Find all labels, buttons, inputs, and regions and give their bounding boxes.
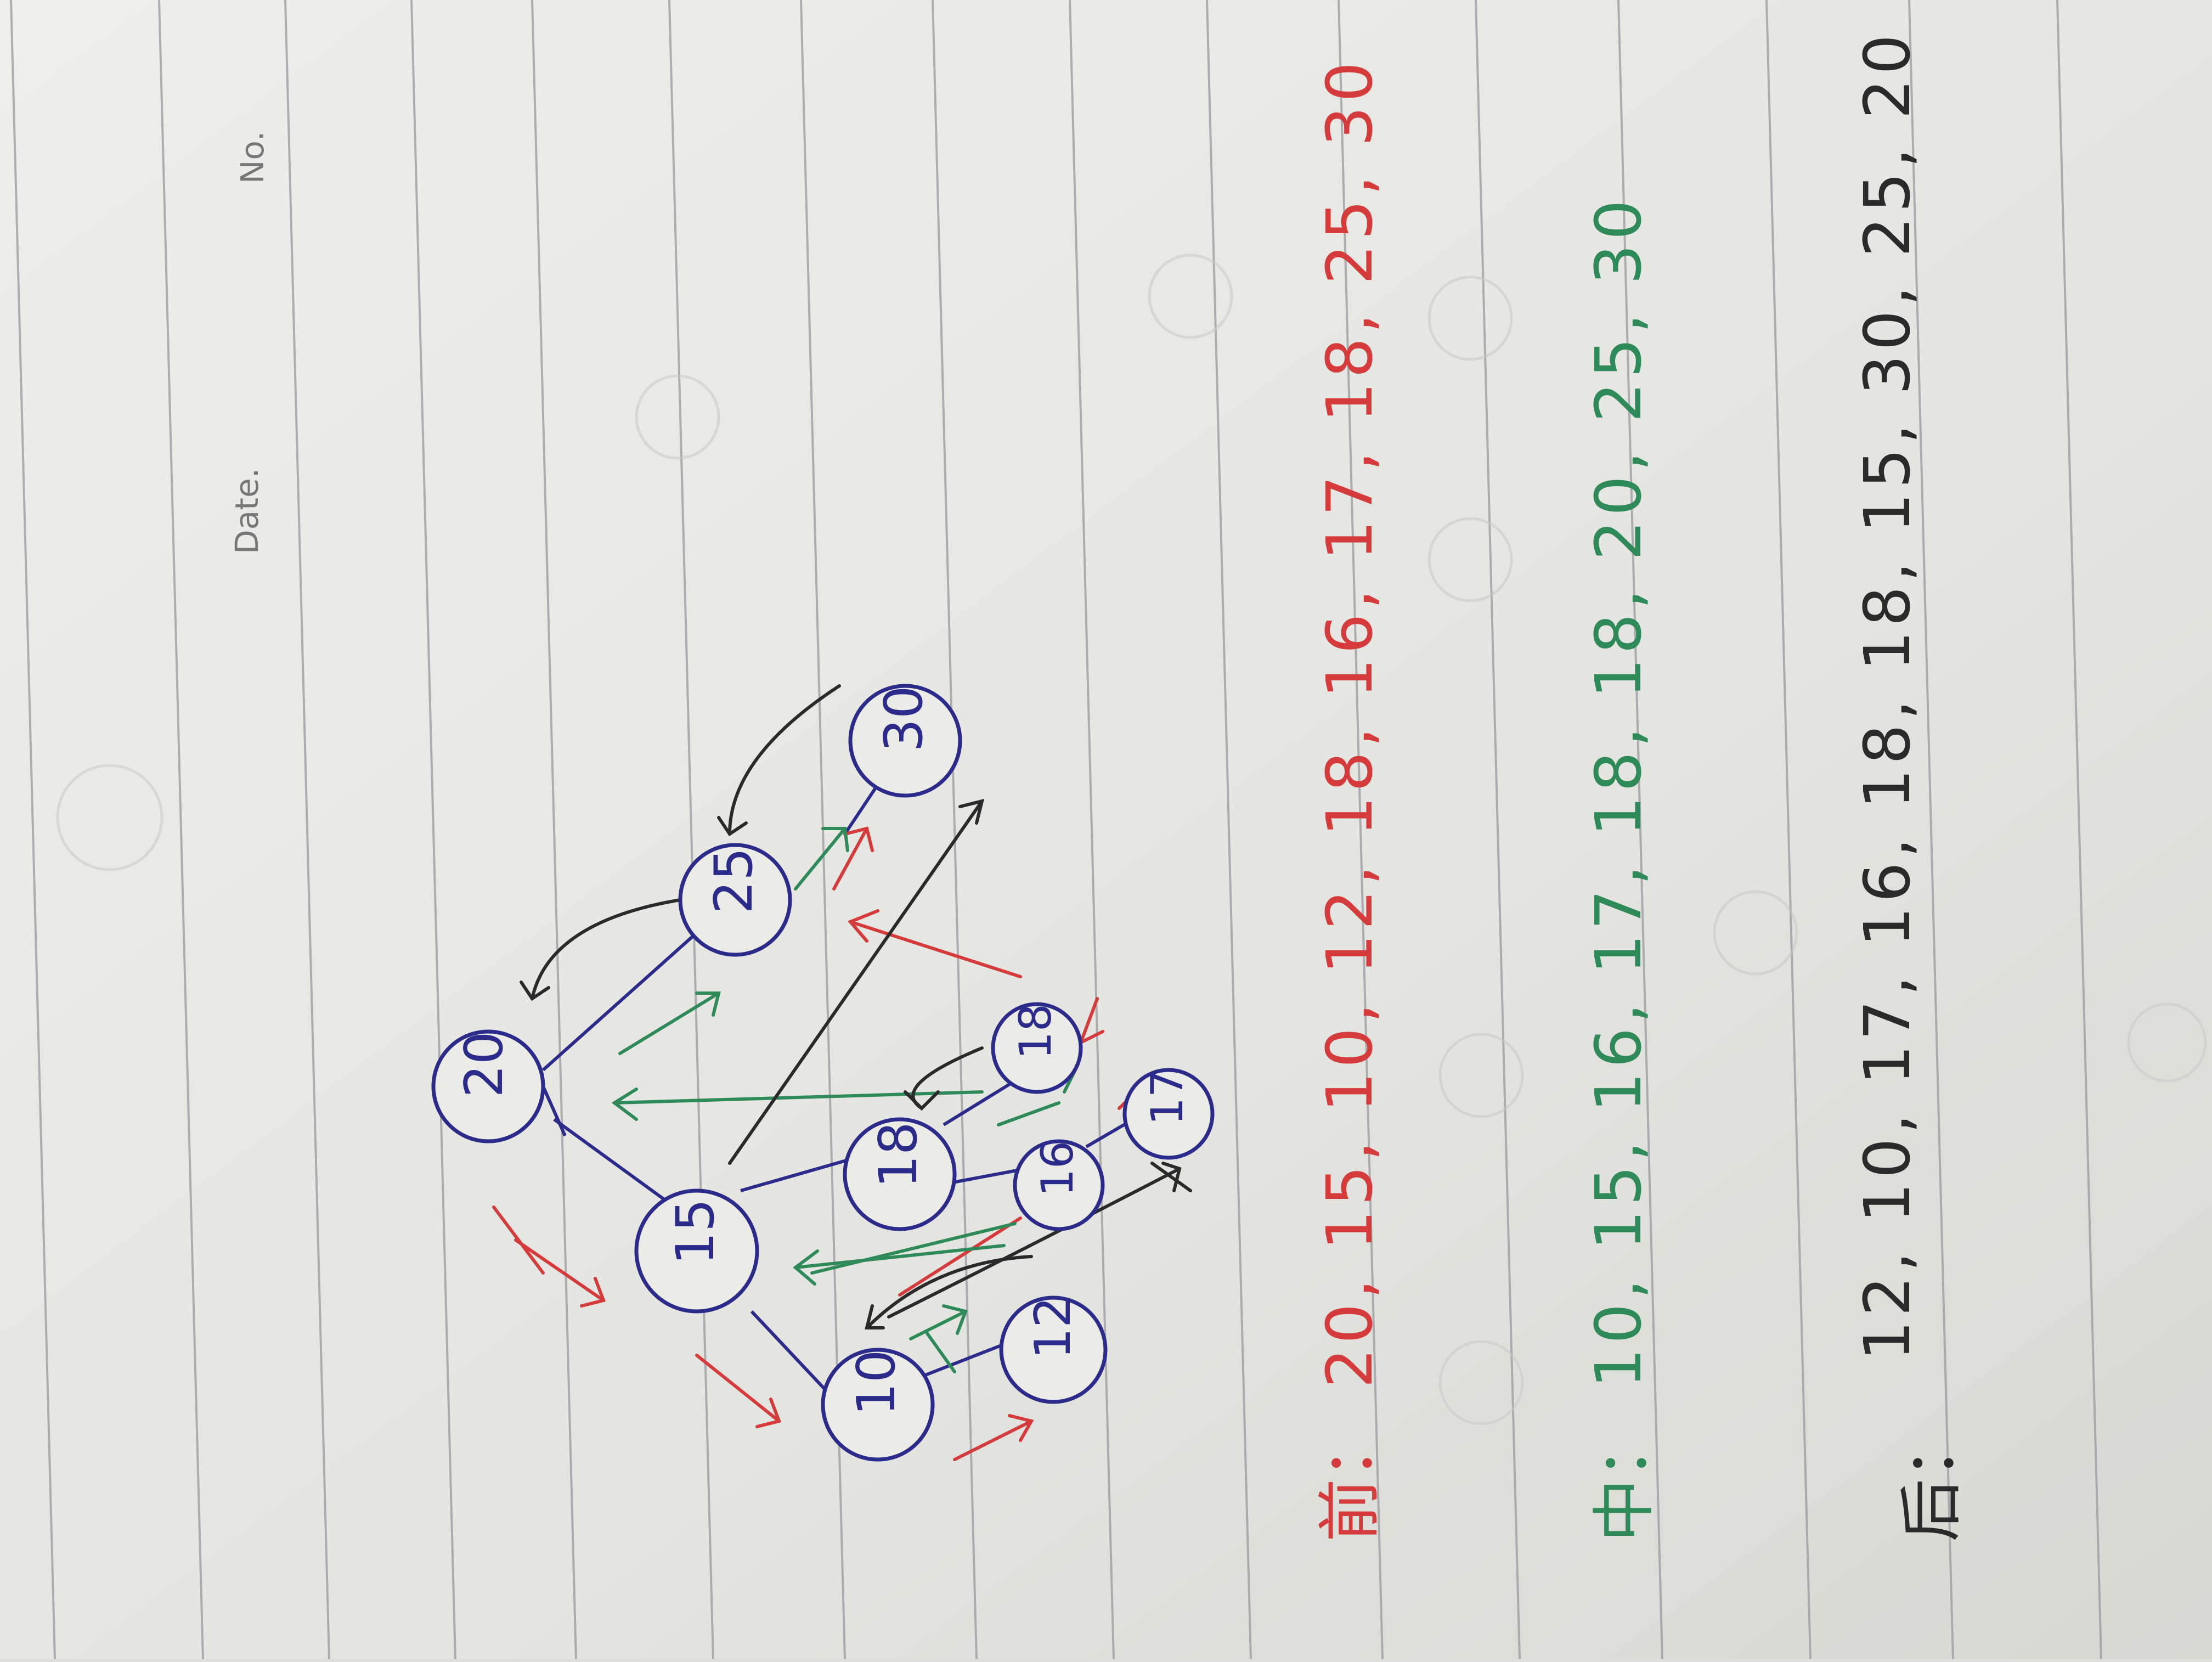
node-15: 15 (665, 1199, 726, 1265)
in-order-arrows (611, 827, 1077, 1373)
ruled-line (1069, 0, 1115, 1660)
pre-order-arrows (492, 826, 1154, 1461)
tree-node: 16 (1013, 1139, 1105, 1231)
tree-node: 15 (634, 1188, 759, 1314)
ruled-line (410, 0, 456, 1660)
ruled-line (1765, 0, 1812, 1660)
post-order-sequence: 12, 10, 17, 16, 18, 18, 15, 30, 25, 20 (1851, 30, 1925, 1361)
ruled-line (932, 0, 978, 1660)
node-16: 16 (1032, 1141, 1083, 1197)
tree-node: 20 (431, 1029, 545, 1143)
ruled-line (1617, 0, 1663, 1660)
node-20: 20 (454, 1032, 515, 1098)
tree-node: 25 (678, 843, 792, 957)
node-17: 17 (1142, 1069, 1193, 1125)
node-30: 30 (874, 686, 934, 752)
no-label: No. (234, 131, 271, 184)
tree-node: 10 (821, 1348, 935, 1462)
ruled-lines (10, 0, 2102, 1660)
ruled-line (1338, 0, 1384, 1660)
ruled-line (531, 0, 577, 1660)
ruled-line (10, 0, 56, 1660)
node-25: 25 (704, 848, 764, 914)
node-18: 18 (868, 1122, 929, 1188)
node-12: 12 (1024, 1297, 1082, 1360)
ruled-line (284, 0, 330, 1660)
ruled-line (668, 0, 714, 1660)
bleed-through-ghost (56, 253, 2207, 1426)
tree-node: 18 (843, 1117, 957, 1231)
ruled-line (2056, 0, 2102, 1660)
ruled-line (1206, 0, 1252, 1660)
ruled-line (158, 0, 204, 1660)
binary-search-tree: 20 15 25 30 10 12 18 16 (431, 684, 1215, 1462)
in-order-label: 中： (1588, 1416, 1661, 1542)
date-label: Date. (228, 468, 266, 554)
post-order-arrows (520, 684, 1192, 1329)
tree-node: 18 (991, 1002, 1083, 1094)
node-10: 10 (847, 1350, 907, 1416)
in-order-sequence: 10, 15, 16, 17, 18, 18, 20, 25, 30 (1582, 195, 1656, 1388)
node-18-leaf: 18 (1010, 1004, 1061, 1060)
tree-node: 17 (1122, 1068, 1215, 1160)
ruled-line (1475, 0, 1521, 1660)
ruled-line (1908, 0, 1954, 1660)
pre-order-label: 前： (1313, 1416, 1387, 1542)
pre-order-sequence: 20, 15, 10, 12, 18, 16, 17, 18, 25, 30 (1313, 58, 1387, 1388)
tree-node: 30 (848, 684, 962, 798)
tree-node: 12 (999, 1295, 1108, 1404)
post-order-label: 后： (1895, 1416, 1968, 1542)
